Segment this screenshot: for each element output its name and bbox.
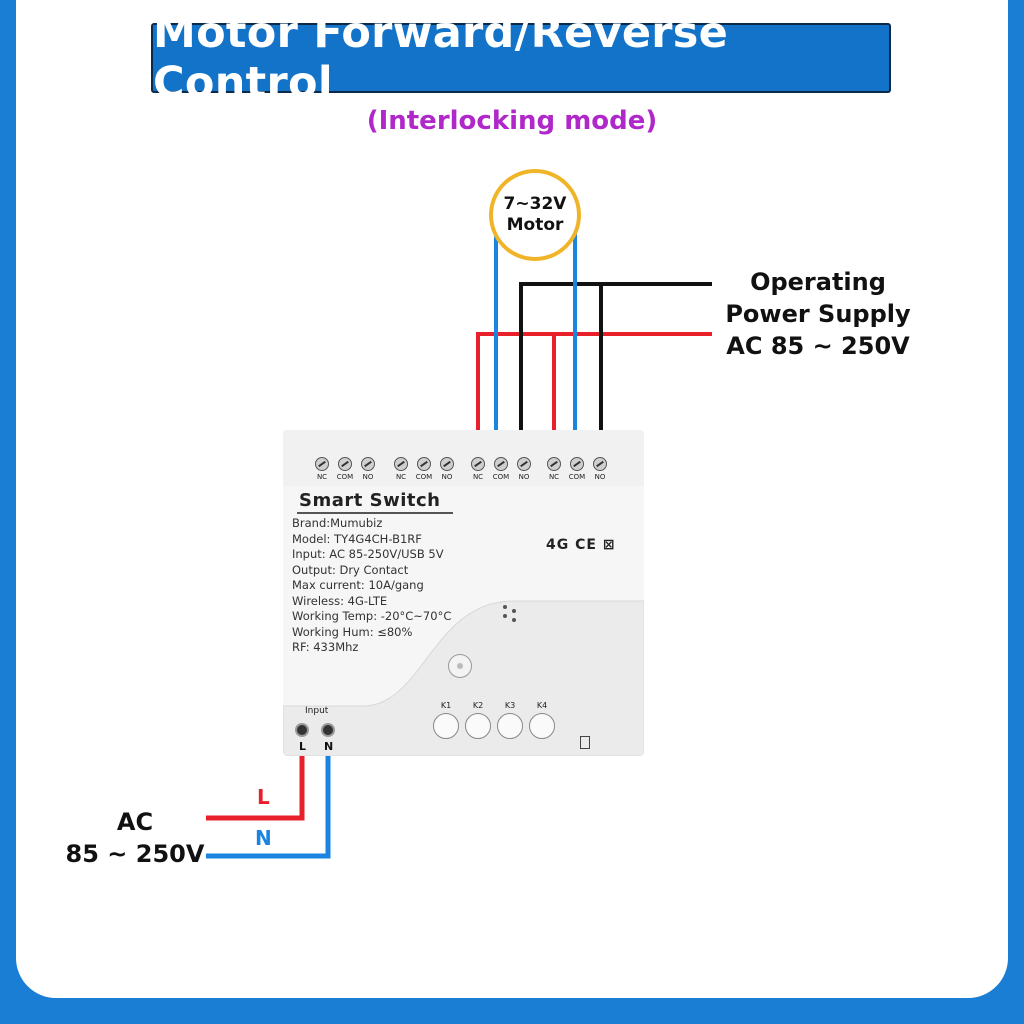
supply-line-1: Operating [750, 268, 886, 296]
terminal-label: NO [362, 473, 374, 481]
spec-rf: RF: 433Mhz [292, 640, 359, 654]
neutral-wire-label: N [255, 826, 272, 850]
ac-line-2: 85 ~ 250V [65, 840, 205, 868]
terminal-screw [315, 457, 329, 471]
k2-label: K2 [472, 701, 484, 710]
input-terminal-label: Input [305, 706, 329, 716]
spec-output: Output: Dry Contact [292, 562, 409, 577]
mode-subtitle: (Interlocking mode) [366, 106, 658, 136]
terminal-label: COM [336, 473, 354, 481]
k1-button[interactable] [433, 713, 459, 739]
k1-label: K1 [440, 701, 452, 710]
red-wire-nc1 [476, 332, 712, 456]
k4-label: K4 [536, 701, 548, 710]
k2-button[interactable] [465, 713, 491, 739]
terminal-label: NO [518, 473, 530, 481]
spec-list: Brand:Mumubiz Model: TY4G4CH-B1RF Input:… [292, 516, 451, 656]
input-port-l [295, 723, 309, 737]
motor-circle: 7~32V Motor [489, 169, 581, 261]
terminal-screw [471, 457, 485, 471]
ac-line-1: AC [116, 808, 154, 836]
live-input-wire [206, 752, 305, 821]
spec-working-hum: Working Hum: ≤80% [292, 624, 413, 639]
supply-line-2: Power Supply [725, 300, 911, 328]
terminal-label: NC [395, 473, 407, 481]
terminal-screw [517, 457, 531, 471]
k3-button[interactable] [497, 713, 523, 739]
terminal-screw [593, 457, 607, 471]
terminal-label: NO [441, 473, 453, 481]
terminal-label: COM [492, 473, 510, 481]
k3-label: K3 [504, 701, 516, 710]
live-wire-label: L [257, 785, 270, 809]
spec-input: Input: AC 85-250V/USB 5V [292, 547, 444, 561]
input-port-n [321, 723, 335, 737]
smart-switch-device: NC COM NO NC COM NO NC COM NO NC COM NO … [283, 430, 644, 756]
terminal-screw [570, 457, 584, 471]
terminal-screw [417, 457, 431, 471]
device-face [283, 486, 644, 756]
input-l-label: L [299, 740, 307, 753]
black-wire-no1 [519, 282, 712, 456]
terminal-screw [361, 457, 375, 471]
supply-line-3: AC 85 ~ 250V [726, 332, 910, 360]
terminal-screw [394, 457, 408, 471]
terminal-screw [338, 457, 352, 471]
product-name: Smart Switch [297, 490, 453, 514]
terminal-screw [440, 457, 454, 471]
certification-marks: 4G CE ⊠ [546, 537, 616, 553]
motor-label: Motor [506, 215, 564, 235]
input-n-label: N [324, 740, 334, 753]
ac-input-label: AC 85 ~ 250V [60, 806, 210, 870]
status-led [448, 654, 472, 678]
terminal-screw [494, 457, 508, 471]
terminal-label: NC [472, 473, 484, 481]
spec-working-temp: Working Temp: -20°C~70°C [292, 609, 452, 623]
sim-slot-icon [580, 736, 590, 749]
terminal-label: COM [415, 473, 433, 481]
k4-button[interactable] [529, 713, 555, 739]
microphone-holes [503, 605, 525, 627]
terminal-label: COM [568, 473, 586, 481]
terminal-label: NC [316, 473, 328, 481]
terminal-label: NO [594, 473, 606, 481]
spec-brand: Brand:Mumubiz [292, 516, 383, 530]
terminal-label: NC [548, 473, 560, 481]
terminal-screw [547, 457, 561, 471]
spec-wireless: Wireless: 4G-LTE [292, 593, 388, 608]
spec-model: Model: TY4G4CH-B1RF [292, 531, 422, 546]
motor-voltage: 7~32V [503, 193, 567, 214]
face-curve [283, 600, 644, 756]
operating-supply-label: Operating Power Supply AC 85 ~ 250V [712, 266, 924, 362]
neutral-input-wire [206, 752, 331, 859]
spec-max-current: Max current: 10A/gang [292, 578, 424, 592]
